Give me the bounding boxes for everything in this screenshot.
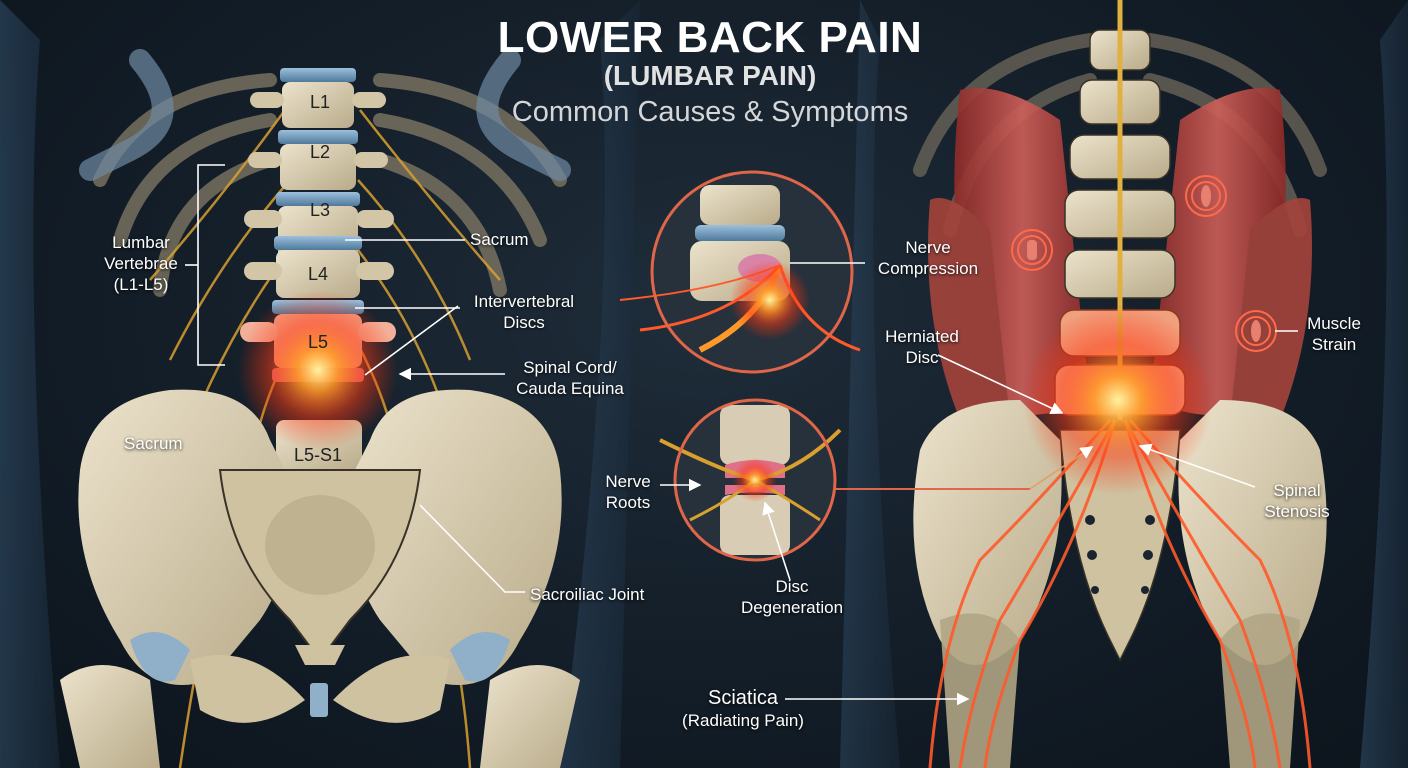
label-spinal-cord: Spinal Cord/ Cauda Equina — [516, 358, 624, 398]
leader-lines — [185, 164, 1298, 706]
label-sacrum-upper: Sacrum — [470, 230, 529, 249]
label-herniated-disc: Herniated Disc — [885, 327, 959, 367]
label-disc-degeneration: Disc Degeneration — [740, 577, 844, 617]
label-intervertebral-discs: Intervertebral Discs — [473, 292, 575, 332]
vertebra-label-l4: L4 — [307, 264, 329, 284]
left-body-silhouette — [0, 0, 640, 768]
label-sciatica: Sciatica (Radiating Pain) — [682, 687, 804, 730]
callout-nerve-compression — [619, 170, 861, 374]
callout-disc-degeneration — [659, 398, 842, 562]
title-block: LOWER BACK PAIN (LUMBAR PAIN) Common Cau… — [430, 14, 990, 130]
label-lumbar-vertebrae: Lumbar Vertebrae (L1-L5) — [104, 233, 178, 294]
label-spinal-stenosis: Spinal Stenosis — [1264, 481, 1330, 521]
label-sacroiliac-joint: Sacroiliac Joint — [530, 585, 645, 604]
vertebra-label-l5-s1: L5-S1 — [293, 445, 343, 465]
vertebra-label-l2: L2 — [309, 142, 331, 162]
right-spine — [1064, 29, 1176, 299]
left-pelvis — [60, 389, 580, 768]
label-sacrum-lower: Sacrum — [124, 434, 183, 453]
right-body-silhouette — [840, 0, 1408, 768]
page-tagline: Common Causes & Symptoms — [511, 96, 909, 128]
left-pain-glow — [238, 290, 398, 450]
page-subtitle: (LUMBAR PAIN) — [603, 60, 817, 91]
muscle-strain-icons — [1011, 175, 1277, 352]
label-muscle-strain: Muscle Strain — [1307, 314, 1361, 354]
vertebra-label-l1: L1 — [309, 92, 331, 112]
label-nerve-roots: Nerve Roots — [605, 472, 651, 512]
page-title: LOWER BACK PAIN — [497, 13, 923, 62]
vertebra-label-l5: L5 — [307, 332, 329, 352]
right-pain-glow — [1023, 305, 1213, 495]
label-nerve-compression: Nerve Compression — [877, 238, 979, 278]
vertebra-label-l3: L3 — [309, 200, 331, 220]
